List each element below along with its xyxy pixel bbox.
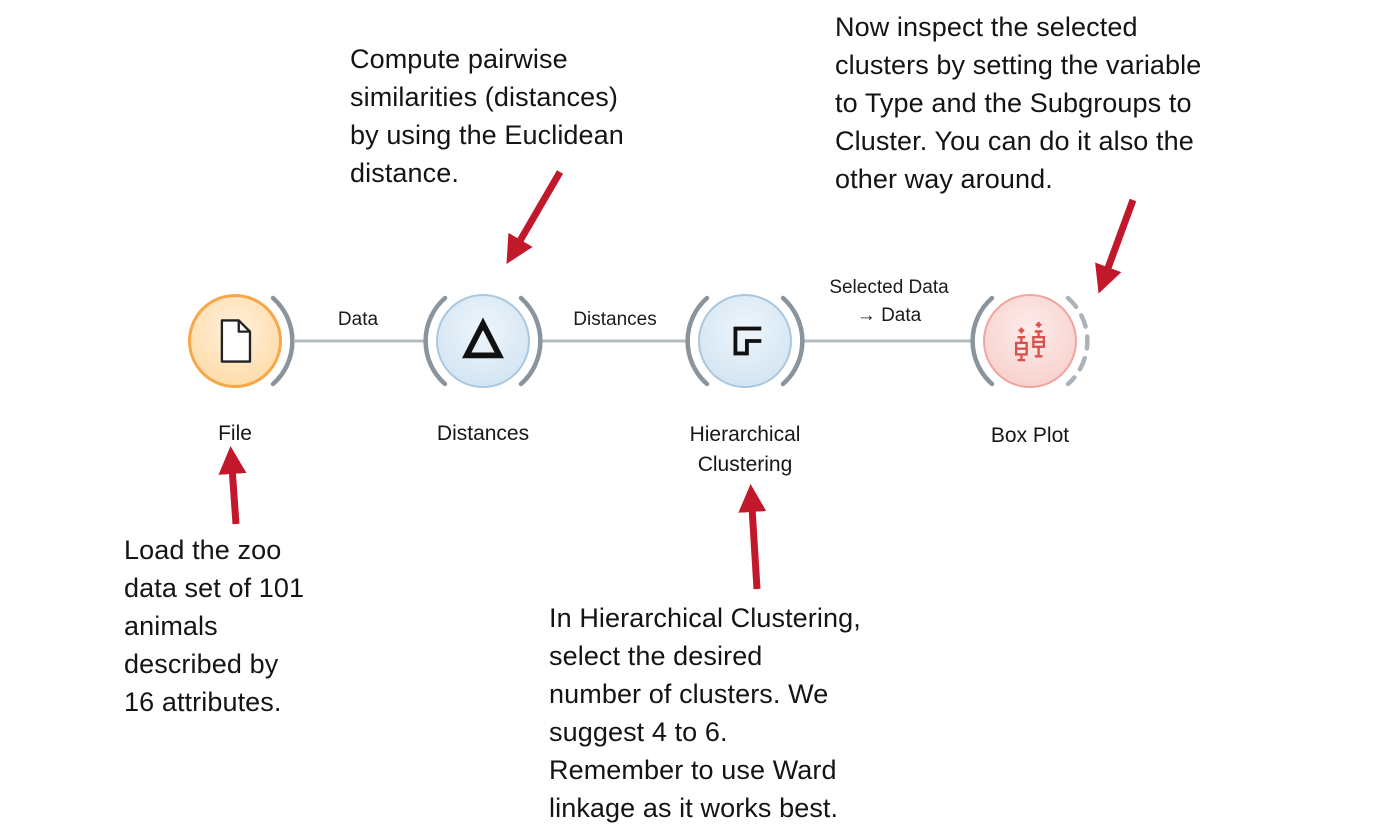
file-icon — [220, 319, 252, 363]
link-label-selected-data: Selected Data → Data — [829, 277, 949, 326]
box-plot-icon — [1014, 321, 1046, 362]
file-widget-circle[interactable] — [188, 294, 282, 388]
hierarchical-clustering-widget-circle[interactable] — [698, 294, 792, 388]
widget-distances[interactable] — [436, 294, 530, 388]
arrow-to-clustering — [738, 484, 767, 590]
note-clustering: In Hierarchical Clustering, select the d… — [549, 603, 861, 823]
widget-label-box-plot: Box Plot — [990, 424, 1070, 447]
widget-label-hierarchical-clustering: Hierarchical Clustering — [689, 423, 801, 476]
distances-widget-circle[interactable] — [436, 294, 530, 388]
widget-label-distances: Distances — [436, 422, 530, 445]
hierarchical-clustering-icon — [733, 326, 762, 356]
box-plot-widget-circle[interactable] — [983, 294, 1077, 388]
distances-delta-icon — [462, 317, 504, 359]
arrow-to-file — [218, 446, 247, 525]
note-boxplot: Now inspect the selected clusters by set… — [835, 12, 1202, 194]
widget-box-plot[interactable] — [983, 294, 1077, 388]
note-file: Load the zoo data set of 101 animals des… — [124, 535, 305, 717]
widget-hierarchical-clustering[interactable] — [698, 294, 792, 388]
link-label-distances: Distances — [573, 309, 657, 330]
widget-label-file: File — [218, 422, 252, 445]
note-distances: Compute pairwise similarities (distances… — [350, 44, 624, 188]
arrow-to-boxplot — [1095, 198, 1137, 294]
link-label-data: Data — [337, 309, 379, 330]
widget-file[interactable] — [188, 294, 282, 388]
